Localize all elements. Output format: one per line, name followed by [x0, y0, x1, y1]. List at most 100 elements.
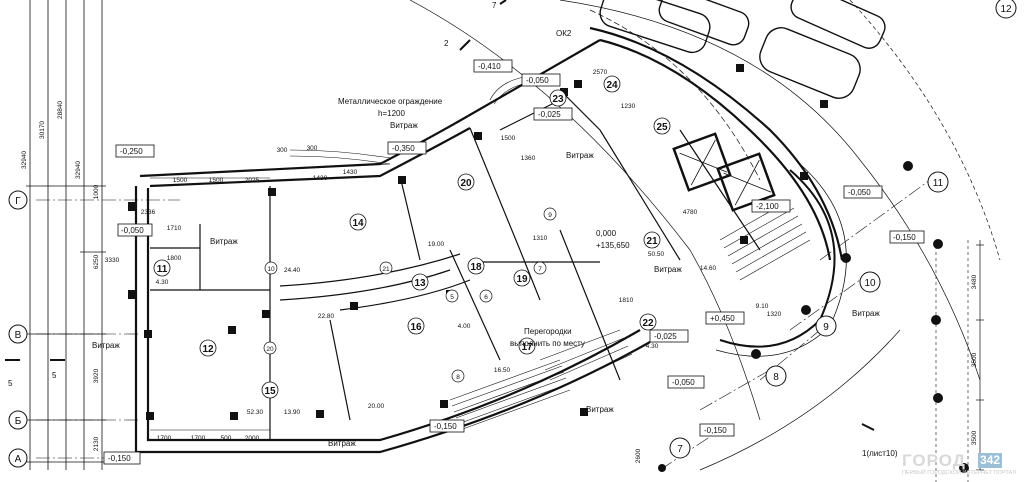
dim-misc: 2336	[141, 209, 156, 216]
site-logo: ГОРОД 342 ПЕРВЫЙ ГОРОДСКОЙ ИНТЕРНЕТ ПОРТ…	[902, 451, 1020, 479]
door-6: 6	[484, 294, 488, 301]
area-15: 13.90	[284, 409, 301, 416]
partitions-note: Перегородки	[524, 327, 572, 336]
metal-railing	[289, 149, 391, 165]
axis-label-8: 8	[773, 372, 779, 383]
axis-label-11: 11	[933, 178, 944, 189]
area-19: 20.00	[368, 403, 385, 410]
dim-left: 3920	[93, 368, 100, 383]
logo-number: 342	[978, 453, 1003, 468]
dim-left: 2130	[93, 436, 100, 451]
columns	[128, 64, 969, 473]
level-mark: +0,450	[710, 314, 735, 323]
partitions-note: выполнить по месту	[510, 339, 585, 348]
dim-left: 32940	[75, 161, 82, 179]
axis-bubble-10	[859, 271, 881, 293]
dim-right: 2600	[635, 448, 642, 463]
door-10: 10	[267, 266, 275, 273]
vitrazh-label: Витраж	[210, 237, 238, 246]
level-absolute: +135,650	[596, 241, 630, 250]
door-5: 5	[450, 294, 454, 301]
room-number-23: 23	[552, 94, 564, 105]
room-number-21: 21	[646, 236, 658, 247]
section-marks	[5, 0, 875, 431]
axis-grid-lines	[36, 179, 931, 471]
axis-label-12: 12	[1000, 4, 1012, 15]
vitrazh-label: Витраж	[92, 341, 120, 350]
section-label: 1(лист10)	[862, 449, 898, 458]
area-20: 14.60	[700, 265, 717, 272]
axis-bubble-v	[8, 324, 28, 344]
logo-subtitle: ПЕРВЫЙ ГОРОДСКОЙ ИНТЕРНЕТ ПОРТАЛ	[902, 470, 1016, 476]
dim-misc: 1710	[167, 225, 182, 232]
room-number-19: 19	[516, 274, 528, 285]
vitrazh-label: Витраж	[586, 405, 614, 414]
fence-height-label: h=1200	[378, 109, 405, 118]
level-mark: -0,350	[392, 144, 415, 153]
level-mark: -0,050	[672, 378, 695, 387]
building-outer-walls	[134, 26, 844, 454]
dim-misc: 1500	[501, 135, 516, 142]
section-label: 5	[8, 379, 13, 388]
axis-label-a: А	[15, 454, 22, 465]
level-mark: -0,050	[121, 226, 144, 235]
axis-bubble-b	[8, 410, 28, 430]
area-21: 50.50	[648, 251, 665, 258]
outer-arcs	[409, 0, 1001, 471]
axis-label-9: 9	[823, 322, 829, 333]
area-16: 22.80	[318, 313, 335, 320]
room-number-14: 14	[352, 218, 364, 229]
section-label: 5	[52, 371, 57, 380]
level-mark: -0,050	[526, 76, 549, 85]
axis-label-v: В	[15, 330, 22, 341]
area-12: 52.30	[247, 409, 264, 416]
dim-top: 1430	[313, 175, 328, 182]
level-mark: -0,150	[704, 426, 727, 435]
top-dimension-chain	[150, 163, 391, 431]
parking-shapes	[599, 0, 886, 99]
vitrazh-label: Витраж	[654, 265, 682, 274]
logo-brand: ГОРОД	[902, 451, 966, 470]
axis-label-10: 10	[864, 278, 876, 289]
room-number-16: 16	[410, 322, 422, 333]
axis-label-b: Б	[15, 416, 22, 427]
dim-bottom: 2000	[245, 435, 260, 442]
dim-left: 32940	[21, 151, 28, 169]
level-mark-boxes	[103, 59, 925, 465]
area-23: 9.10	[756, 303, 769, 310]
dim-top: 1430	[343, 169, 358, 176]
door-8: 8	[456, 374, 460, 381]
dim-bottom: 500	[221, 435, 232, 442]
door-21: 21	[382, 266, 390, 273]
dim-bottom: 1700	[157, 435, 172, 442]
dim-right: 3500	[971, 430, 978, 445]
area-14: 24.40	[284, 267, 301, 274]
dim-bottom: 1700	[191, 435, 206, 442]
ok2-label: ОК2	[556, 29, 572, 38]
area-11: 4.30	[156, 279, 169, 286]
axis-bubble-a	[8, 448, 28, 468]
right-column-lines	[935, 240, 969, 482]
room-number-24: 24	[606, 80, 618, 91]
vitrazh-label: Витраж	[852, 309, 880, 318]
level-mark: -0,050	[848, 188, 871, 197]
dim-right: 3500	[971, 352, 978, 367]
room-number-17: 17	[521, 342, 533, 353]
dim-left: 28840	[57, 101, 64, 119]
dim-misc: 1310	[533, 235, 548, 242]
level-mark: -0,025	[538, 110, 561, 119]
room-number-25: 25	[656, 122, 668, 133]
axis-bubbles	[8, 0, 1017, 468]
door-7: 7	[538, 266, 542, 273]
room-number-15: 15	[264, 386, 276, 397]
dim-misc: 2570	[593, 69, 608, 76]
dim-left: 6250	[93, 254, 100, 269]
stairs	[449, 75, 811, 431]
section-label: 2	[444, 39, 449, 48]
dim-misc: 1230	[621, 103, 636, 110]
right-dimension-lines	[976, 240, 984, 471]
area-22: 4.30	[646, 343, 659, 350]
level-mark: -0,410	[478, 62, 501, 71]
axis-bubble-12	[995, 0, 1017, 19]
